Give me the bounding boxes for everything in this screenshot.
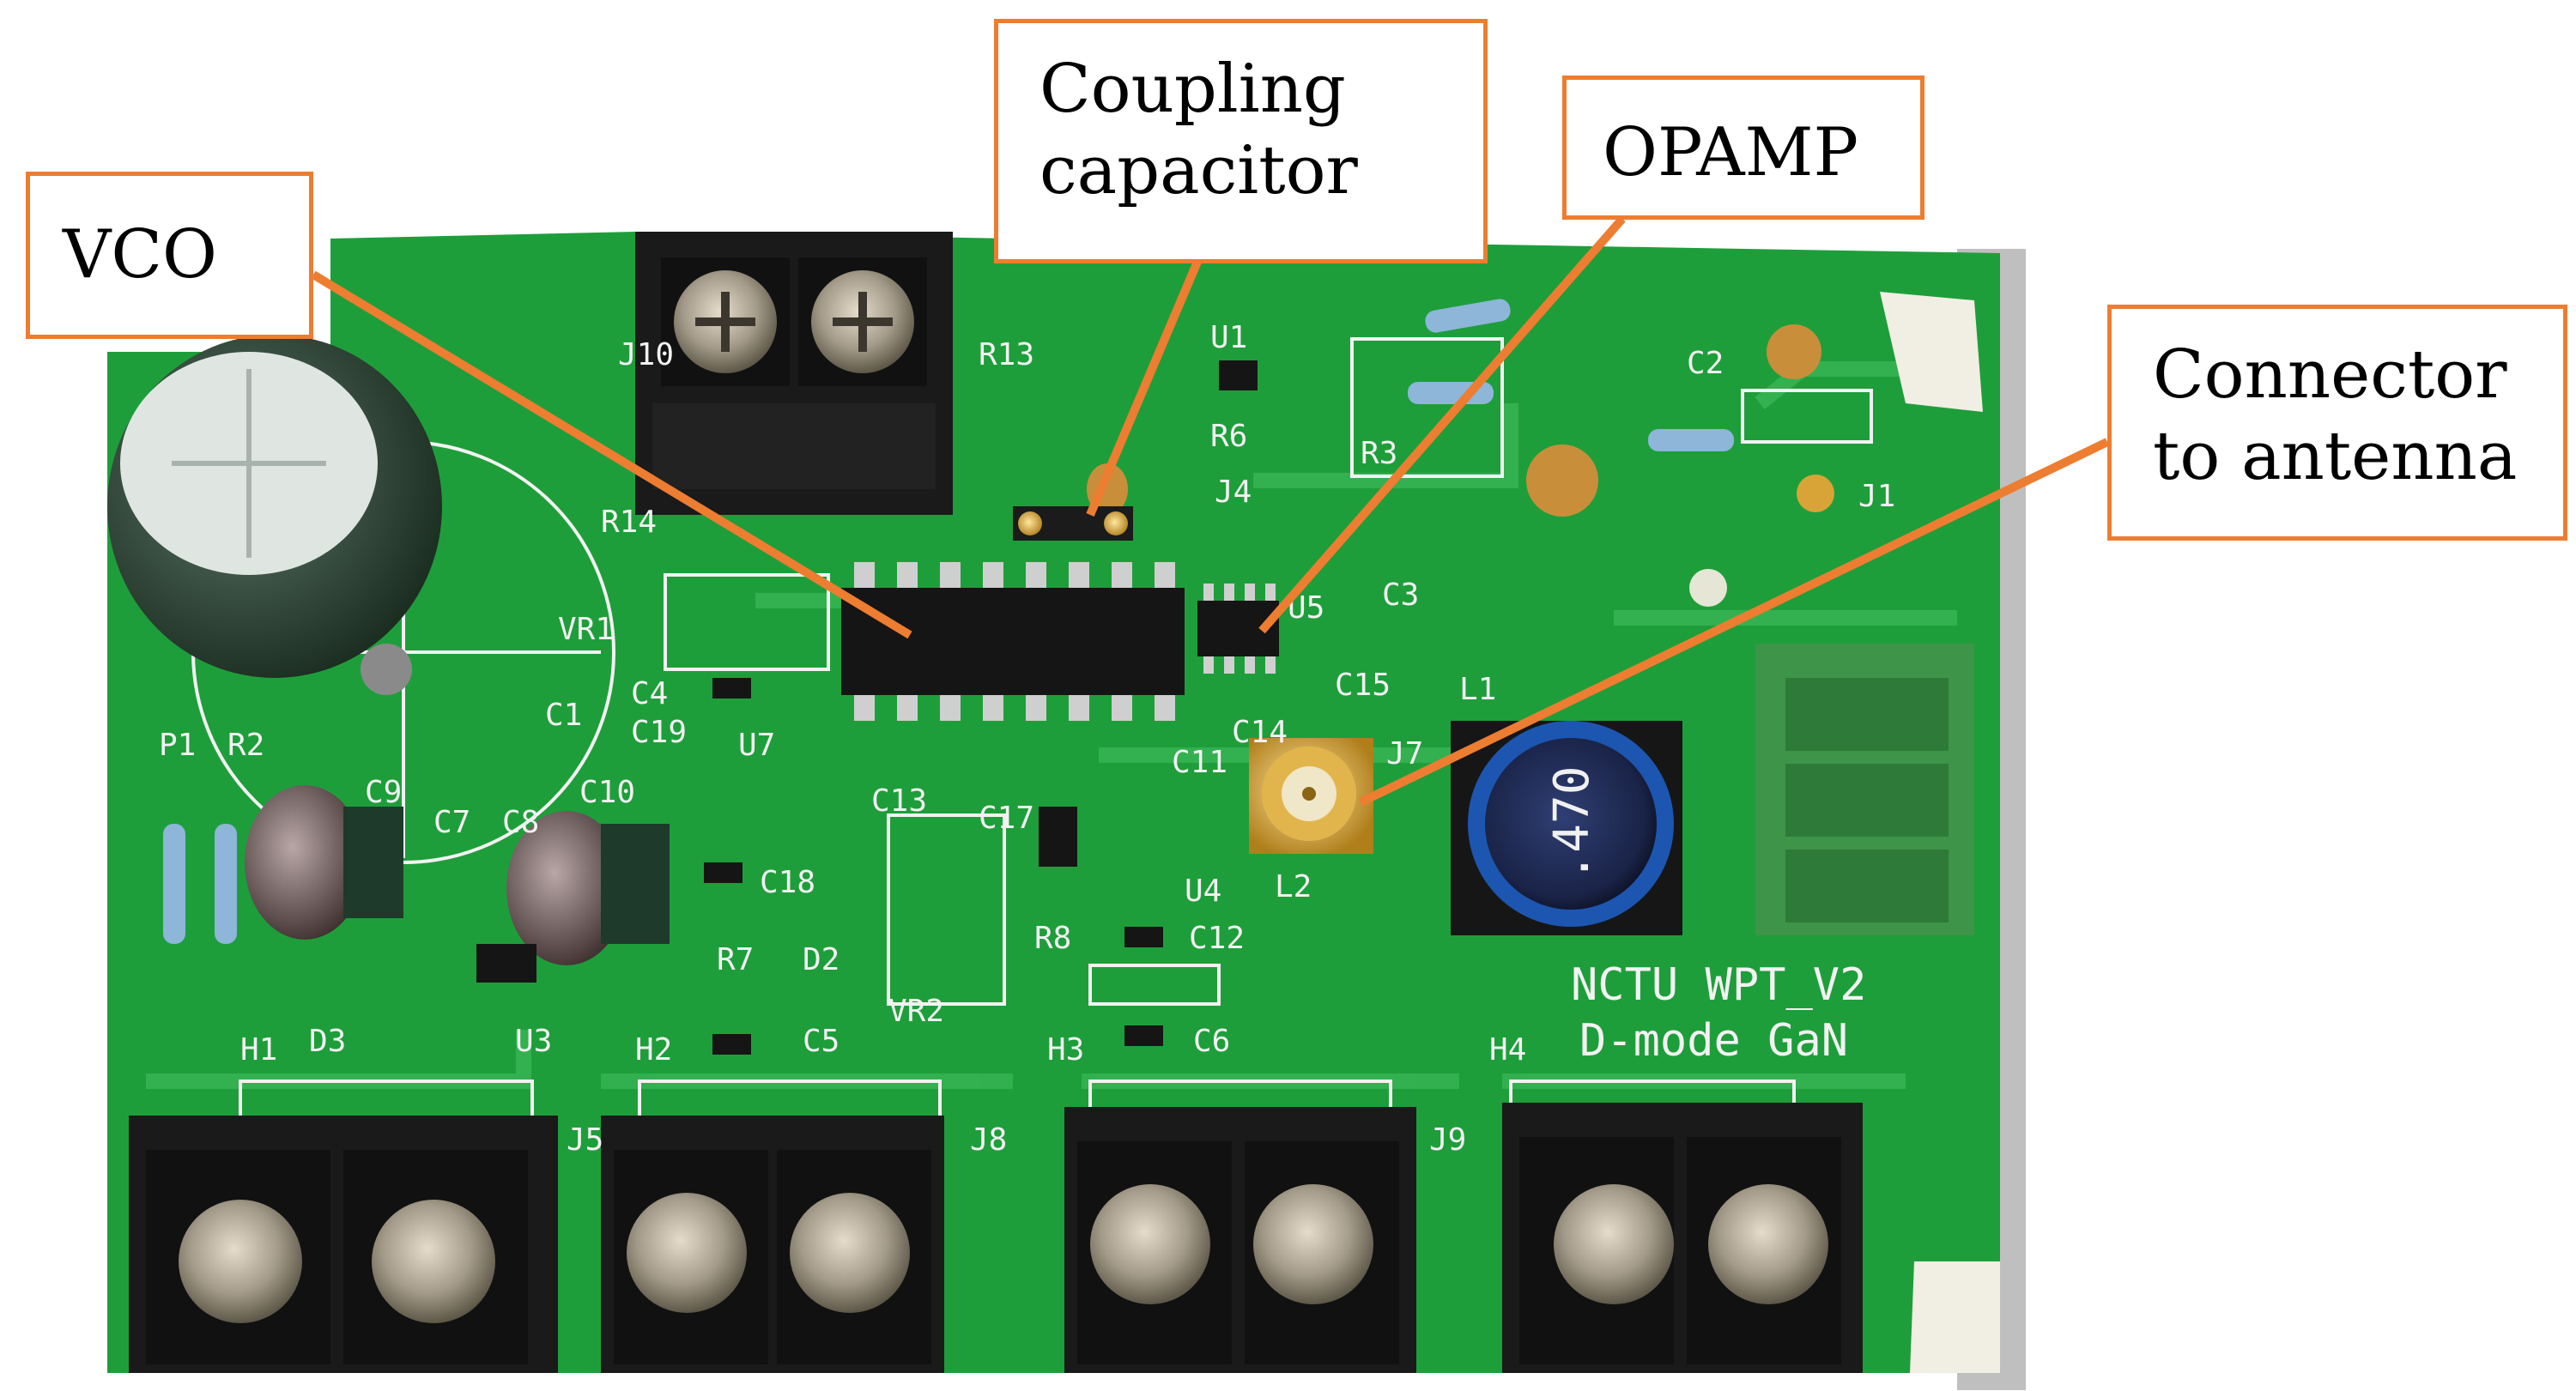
designator-r6: R6 bbox=[1210, 419, 1247, 454]
vco-leader bbox=[311, 270, 912, 639]
opamp-leader bbox=[1258, 215, 1626, 634]
designator-l2: L2 bbox=[1275, 869, 1312, 904]
designator-h2: H2 bbox=[635, 1032, 672, 1067]
designator-c18: C18 bbox=[760, 865, 815, 900]
screw-terminal-bottom-2 bbox=[601, 1116, 944, 1373]
opamp-ic bbox=[1197, 584, 1279, 674]
connector-callout-line-1: Connector bbox=[2153, 336, 2507, 414]
designator-d2: D2 bbox=[803, 942, 839, 977]
opamp-callout-label: OPAMP bbox=[1603, 114, 1858, 191]
coupling-callout-line-2: capacitor bbox=[1039, 132, 1358, 210]
screw-terminal-bottom-3 bbox=[1064, 1107, 1416, 1373]
designator-j1: J1 bbox=[1858, 479, 1895, 514]
screw-terminal-top bbox=[635, 232, 953, 515]
designator-d3: D3 bbox=[309, 1024, 346, 1059]
green-terminal-block bbox=[1755, 644, 1974, 935]
screw-terminal-bottom-4 bbox=[1502, 1103, 1863, 1373]
designator-u4: U4 bbox=[1185, 874, 1221, 909]
designator-h4: H4 bbox=[1489, 1032, 1526, 1067]
designator-c13: C13 bbox=[871, 783, 927, 819]
inductor-marking: .470 bbox=[1544, 766, 1600, 882]
designator-c12: C12 bbox=[1189, 921, 1245, 956]
designator-c3: C3 bbox=[1382, 578, 1419, 613]
silkscreen-text: NCTU WPT_V2 D-mode GaN bbox=[1571, 959, 1866, 1067]
designator-c5: C5 bbox=[803, 1024, 839, 1059]
vco-callout: VCO bbox=[26, 172, 313, 339]
designator-c8: C8 bbox=[502, 805, 539, 840]
designator-c15: C15 bbox=[1335, 668, 1391, 703]
designator-r3: R3 bbox=[1361, 436, 1397, 471]
callout-leader-lines bbox=[311, 215, 2110, 807]
designator-vr2: VR2 bbox=[888, 994, 944, 1029]
opamp-callout: OPAMP bbox=[1562, 76, 1924, 220]
designator-u1: U1 bbox=[1210, 320, 1247, 355]
sma-connector bbox=[1249, 738, 1373, 854]
designator-c4: C4 bbox=[631, 676, 668, 711]
screw-terminal-bottom-1 bbox=[129, 1116, 558, 1373]
power-inductor: .470 bbox=[1451, 721, 1682, 935]
designator-j7: J7 bbox=[1386, 736, 1423, 771]
electrolytic-capacitor-small-1 bbox=[245, 785, 403, 940]
silkscreen-board-name: NCTU WPT_V2 bbox=[1571, 959, 1866, 1011]
designator-c2: C2 bbox=[1687, 346, 1724, 381]
coupling-callout-line-1: Coupling bbox=[1039, 51, 1346, 128]
designator-c1: C1 bbox=[545, 698, 582, 733]
designator-r14: R14 bbox=[601, 505, 657, 540]
smd-components bbox=[476, 360, 1258, 1055]
designator-c6: C6 bbox=[1193, 1024, 1230, 1059]
vco-ic bbox=[841, 562, 1185, 721]
electrolytic-capacitor-large bbox=[107, 335, 442, 695]
designator-c9: C9 bbox=[365, 775, 402, 810]
vco-callout-label: VCO bbox=[63, 216, 217, 293]
electrolytic-capacitor-small-2 bbox=[506, 811, 670, 965]
designator-j5: J5 bbox=[567, 1122, 603, 1158]
designator-c7: C7 bbox=[433, 805, 470, 840]
designator-j10: J10 bbox=[618, 337, 674, 372]
designator-p1: P1 bbox=[159, 728, 196, 763]
designator-j8: J8 bbox=[970, 1122, 1007, 1158]
designator-r7: R7 bbox=[717, 942, 754, 977]
designator-c11: C11 bbox=[1172, 745, 1227, 780]
standoffs bbox=[1880, 292, 2000, 1373]
designator-h1: H1 bbox=[240, 1032, 277, 1067]
coupling-leader bbox=[1086, 260, 1202, 517]
connector-leader bbox=[1358, 438, 2110, 807]
designator-j4: J4 bbox=[1215, 475, 1252, 510]
designator-u3: U3 bbox=[515, 1024, 552, 1059]
designator-c19: C19 bbox=[631, 715, 687, 750]
designator-c17: C17 bbox=[979, 801, 1034, 836]
ceramic-capacitors bbox=[1526, 324, 1834, 607]
designator-vr1: VR1 bbox=[558, 612, 614, 647]
designator-j9: J9 bbox=[1429, 1122, 1466, 1158]
designator-l1: L1 bbox=[1459, 672, 1496, 707]
designator-r13: R13 bbox=[979, 337, 1034, 372]
coupling-capacitor-callout: Coupling capacitor bbox=[994, 19, 1488, 263]
connector-callout-line-2: to antenna bbox=[2153, 418, 2518, 496]
designator-h3: H3 bbox=[1047, 1032, 1084, 1067]
designator-r2: R2 bbox=[227, 728, 264, 763]
silkscreen-board-mode: D-mode GaN bbox=[1579, 1015, 1848, 1067]
coupling-capacitor bbox=[1013, 463, 1133, 541]
designator-r8: R8 bbox=[1034, 921, 1071, 956]
connector-callout: Connector to antenna bbox=[2107, 305, 2567, 541]
designator-c14: C14 bbox=[1232, 715, 1288, 750]
designator-c10: C10 bbox=[579, 775, 635, 810]
designator-u7: U7 bbox=[738, 728, 775, 763]
